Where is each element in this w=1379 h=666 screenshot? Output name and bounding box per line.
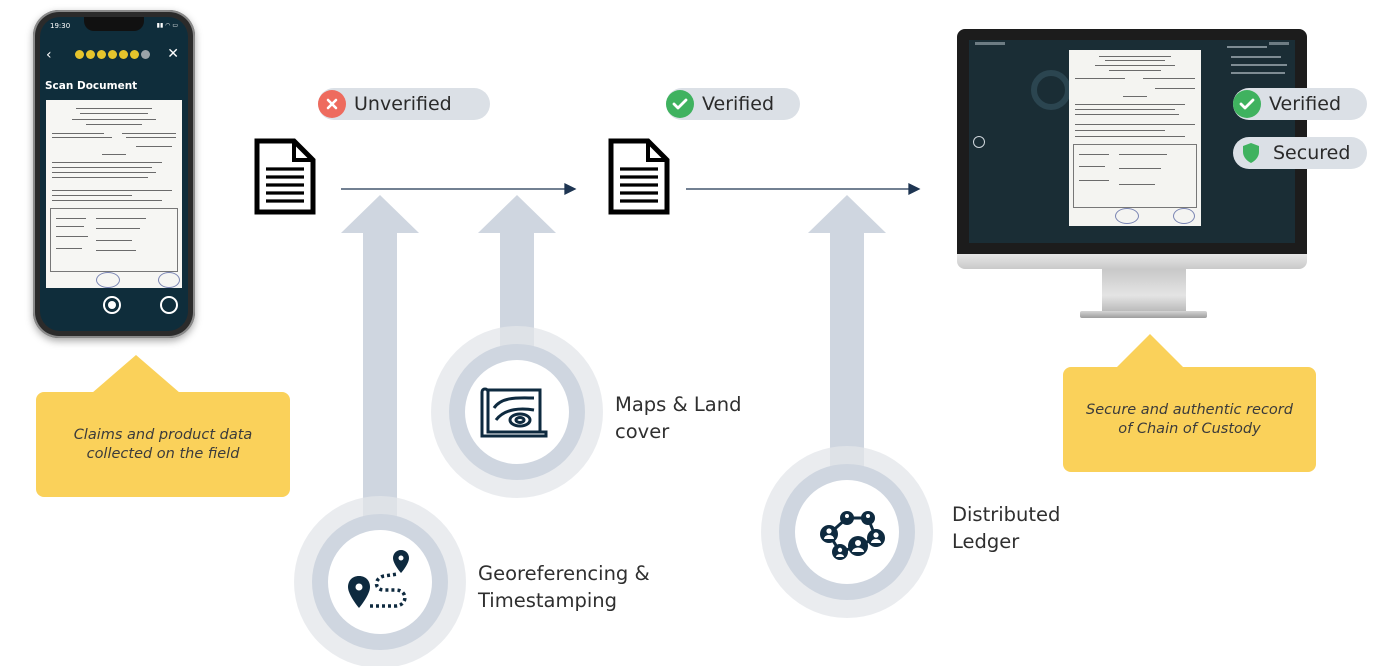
signal-wifi-battery-icon: ▮▮ ◠ ▭ xyxy=(156,22,178,29)
field-data-callout-text: Claims and product data collected on the… xyxy=(73,426,253,462)
record-callout: Secure and authentic record of Chain of … xyxy=(1063,367,1316,472)
georeferencing-icon xyxy=(348,550,409,608)
feature-rings xyxy=(294,326,933,666)
document-icon-unverified xyxy=(254,138,316,215)
document-icon-verified xyxy=(608,138,670,215)
document-preview xyxy=(1069,50,1201,226)
phone-notch xyxy=(84,17,144,31)
shield-icon xyxy=(1239,139,1263,167)
flow-arrowhead-1 xyxy=(564,182,577,196)
back-circle-icon[interactable] xyxy=(973,136,985,148)
distributed-ledger-label: Distributed Ledger xyxy=(952,503,1061,553)
checkmark-icon xyxy=(1233,90,1261,118)
callout-pointer xyxy=(92,355,180,393)
capture-icon[interactable] xyxy=(103,296,121,314)
monitor-stand-neck xyxy=(1102,269,1186,313)
progress-steps xyxy=(75,50,150,59)
verified-label-middle: Verified xyxy=(702,93,775,115)
cross-icon xyxy=(318,90,346,118)
smartphone: 19:30 ▮▮ ◠ ▭ ‹ ✕ Scan Document xyxy=(33,10,195,338)
verified-badge-final: Verified xyxy=(1233,88,1367,120)
back-arrow-icon[interactable]: ‹ xyxy=(46,47,52,63)
checkmark-icon xyxy=(666,90,694,118)
map-land-cover-icon xyxy=(480,387,548,438)
unverified-badge: Unverified xyxy=(318,88,490,120)
distributed-ledger-icon xyxy=(820,511,885,560)
unverified-label: Unverified xyxy=(354,93,452,115)
monitor-chin xyxy=(957,254,1307,269)
secured-label: Secured xyxy=(1273,142,1351,164)
record-callout-text: Secure and authentic record of Chain of … xyxy=(1086,401,1293,437)
arrow-head-georeferencing xyxy=(341,195,419,233)
gallery-icon[interactable] xyxy=(160,296,178,314)
field-data-callout: Claims and product data collected on the… xyxy=(36,392,290,497)
status-time: 19:30 xyxy=(50,22,71,30)
flow-lines xyxy=(341,182,921,196)
close-icon[interactable]: ✕ xyxy=(167,46,179,62)
verified-badge-middle: Verified xyxy=(666,88,800,120)
flow-arrowhead-2 xyxy=(908,182,921,196)
monitor-stand-base xyxy=(1080,311,1207,318)
georeferencing-timestamping-label: Georeferencing & Timestamping xyxy=(478,562,650,612)
secured-badge: Secured xyxy=(1233,137,1367,169)
scanned-document-image xyxy=(46,100,182,288)
maps-land-cover-label: Maps & Land cover xyxy=(615,393,742,443)
verified-label-final: Verified xyxy=(1269,93,1342,115)
arrow-head-ledger xyxy=(808,195,886,233)
arrow-head-maps xyxy=(478,195,556,233)
screen-title: Scan Document xyxy=(45,80,138,92)
phone-screen: 19:30 ▮▮ ◠ ▭ ‹ ✕ Scan Document xyxy=(40,17,188,331)
